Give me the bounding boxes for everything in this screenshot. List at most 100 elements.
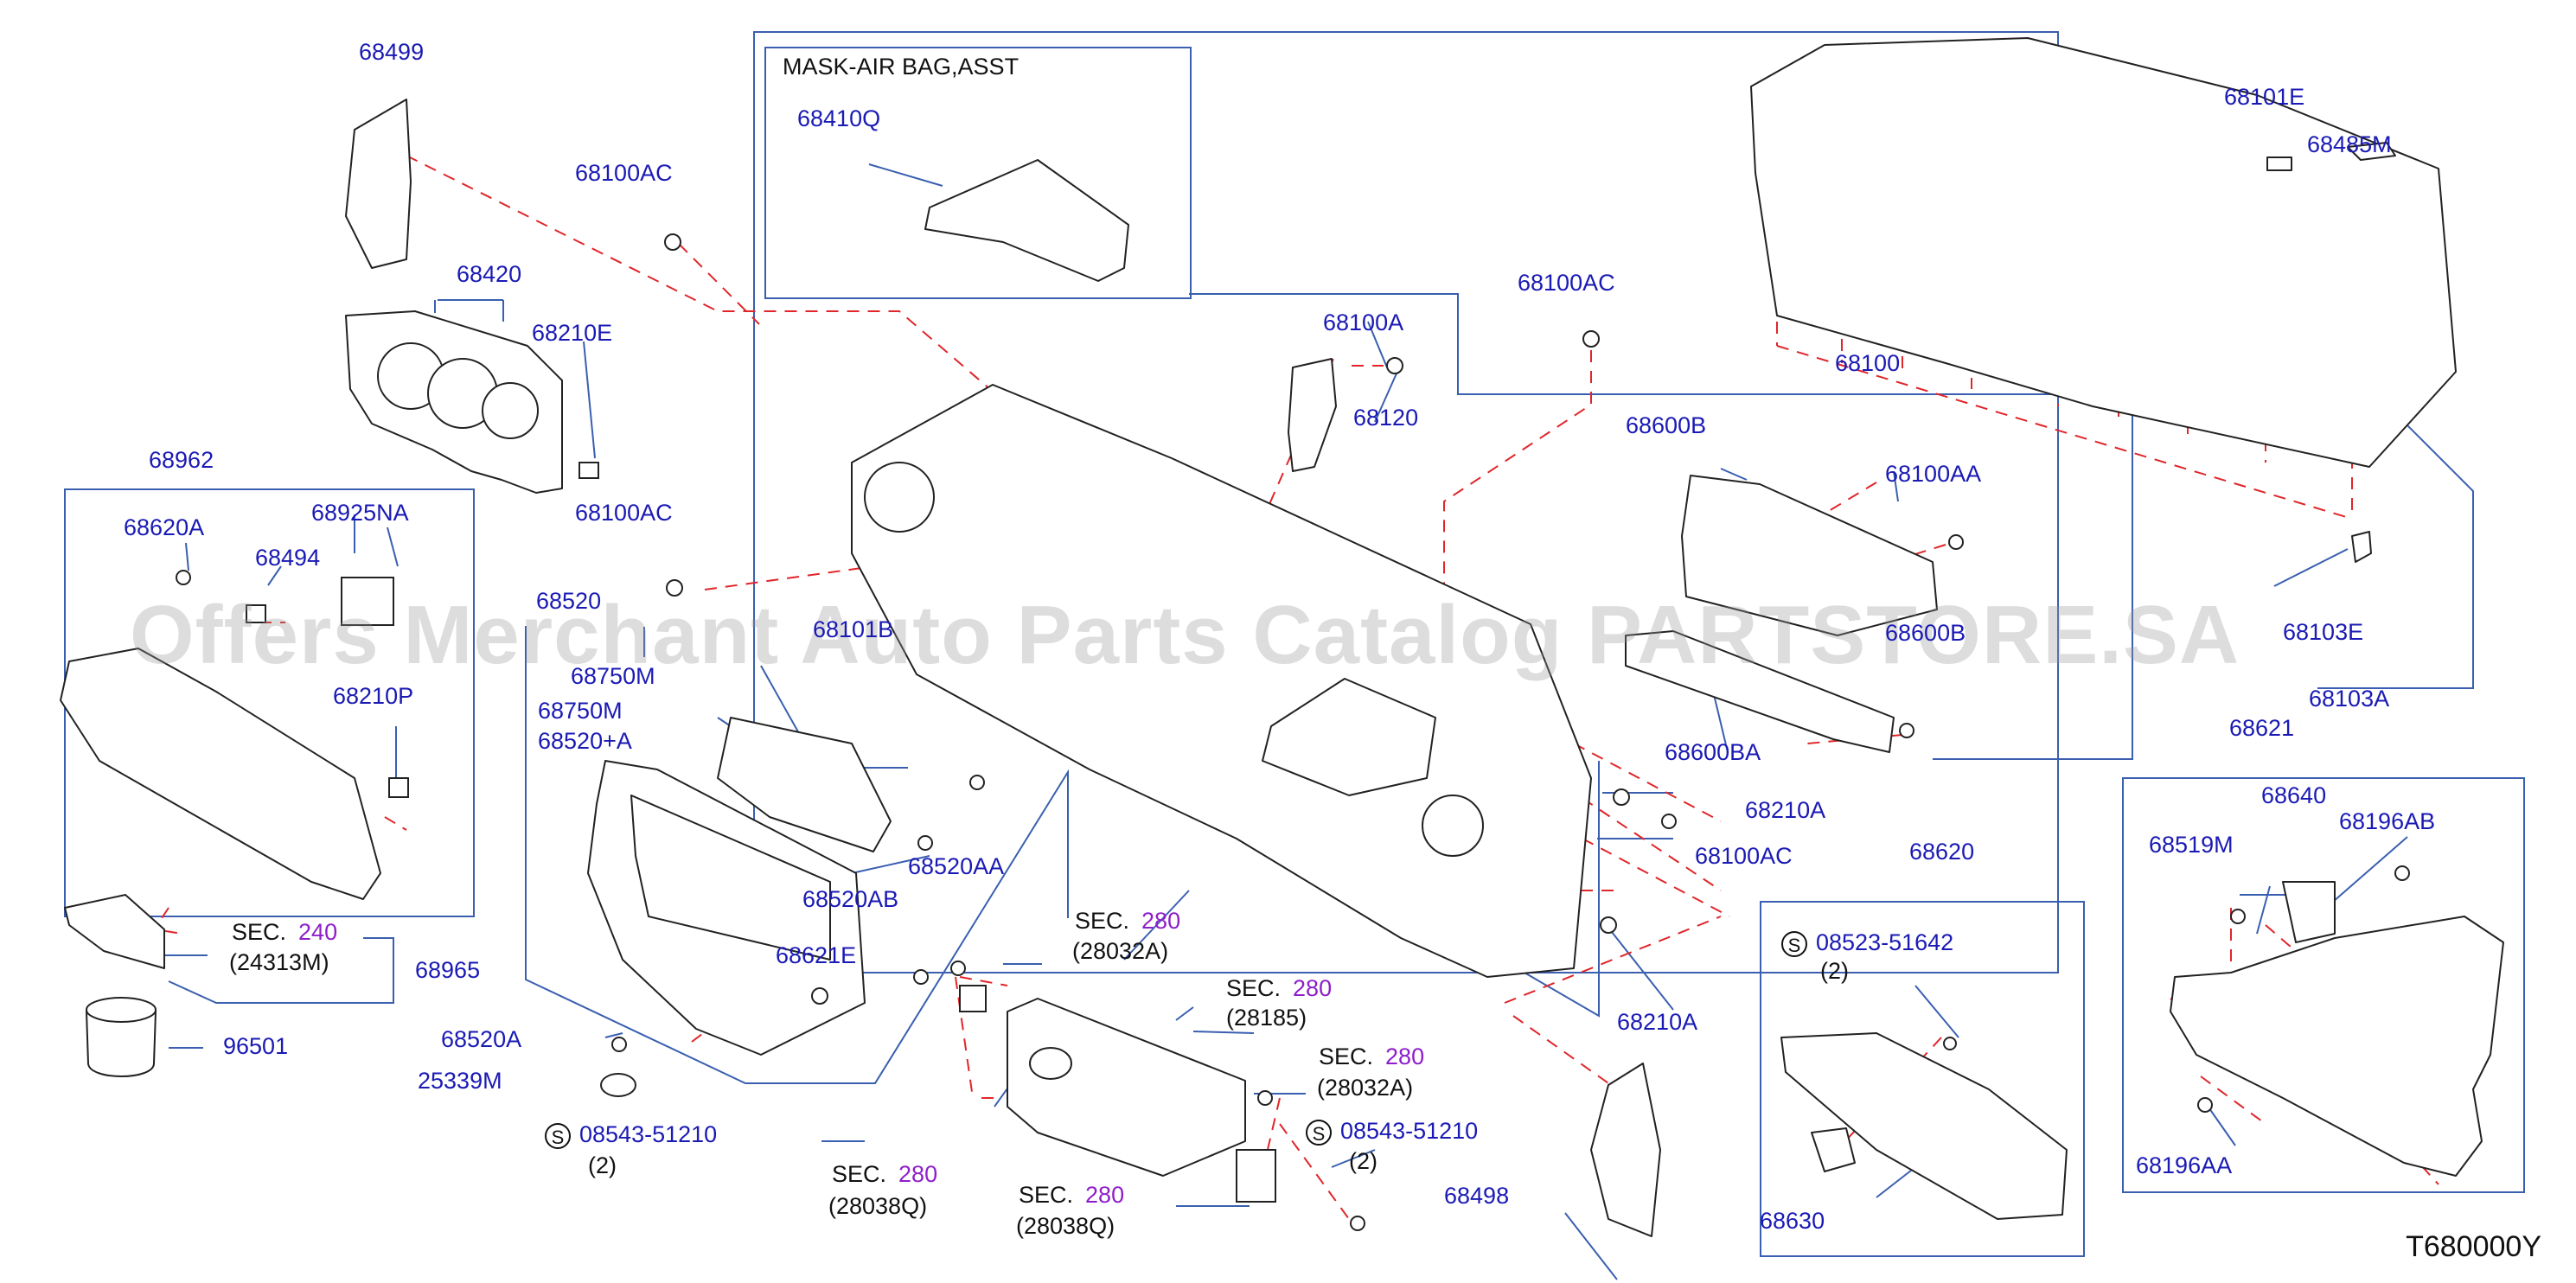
part-label-68103A[interactable]: 68103A (2309, 686, 2390, 712)
part-label-68520[interactable]: 68520 (536, 588, 602, 614)
part-label-68600B[interactable]: 68600B (1626, 412, 1707, 438)
part-label-68101B[interactable]: 68101B (813, 616, 894, 642)
part-label-68100AC-2[interactable]: 68100AC (575, 500, 673, 526)
fastener-68196AB (2394, 865, 2410, 881)
fastener-68210A-1 (1613, 788, 1630, 806)
section-ref-280-c[interactable]: SEC.280 (1319, 1044, 1424, 1069)
part-label-68498[interactable]: 68498 (1444, 1183, 1510, 1209)
leader-s2 (1331, 1149, 1376, 1168)
part-shape-68620 (1780, 1032, 2068, 1220)
part-label-68600BA[interactable]: 68600BA (1665, 739, 1761, 765)
part-label-96501[interactable]: 96501 (223, 1033, 289, 1059)
fastener-sec280-a (950, 961, 966, 976)
part-label-68499[interactable]: 68499 (359, 39, 425, 65)
section-ref-280-b[interactable]: SEC.280 (1226, 975, 1332, 1001)
part-shape-68965 (64, 894, 165, 969)
part-label-68100AC-3[interactable]: 68100AC (1518, 270, 1615, 296)
leader-68100 (1189, 293, 2133, 760)
fastener-68100AC-1 (664, 233, 681, 251)
part-label-68120[interactable]: 68120 (1353, 405, 1419, 431)
part-shape-68103E (2351, 531, 2372, 563)
part-label-68600B-2[interactable]: 68600B (1885, 620, 1966, 646)
part-label-68620[interactable]: 68620 (1909, 839, 1975, 865)
bracket-sec280-a (959, 985, 987, 1012)
fasteners (176, 233, 2410, 1231)
part-label-68210E[interactable]: 68210E (532, 320, 613, 346)
section-ref-280-a[interactable]: SEC.280 (1075, 908, 1180, 934)
part-label-68621E[interactable]: 68621E (776, 942, 857, 968)
part-label-68621[interactable]: 68621 (2229, 715, 2295, 741)
part-label-68640[interactable]: 68640 (2261, 782, 2327, 808)
fastener-68519M (2230, 909, 2246, 924)
section-ref-240[interactable]: SEC.240 (232, 919, 337, 945)
part-shape-68100 (851, 384, 1592, 978)
section-ref-280-d-code: (28038Q) (828, 1193, 928, 1219)
section-ref-280-c-code: (28032A) (1317, 1075, 1414, 1101)
section-ref-280-d[interactable]: SEC.280 (832, 1161, 937, 1187)
part-label-68962[interactable]: 68962 (149, 447, 214, 473)
airbag-box-title: MASK-AIR BAG,ASST (783, 54, 1020, 80)
part-label-68485M[interactable]: 68485M (2307, 131, 2392, 157)
screw-qty-3: (2) (1820, 958, 1849, 984)
part-shape-68101E (2266, 156, 2292, 171)
part-label-68210A-2[interactable]: 68210A (1617, 1009, 1698, 1035)
fastener-68520A (611, 1037, 627, 1052)
part-label-68965[interactable]: 68965 (415, 957, 481, 983)
part-label-68750M-b[interactable]: 68750M (538, 698, 623, 724)
fastener-68210A-2 (1600, 916, 1617, 934)
part-label-68520AB[interactable]: 68520AB (802, 886, 899, 912)
fastener-68620A (176, 570, 191, 585)
part-shape-68640 (2282, 881, 2336, 943)
part-shape-68499 (345, 99, 412, 269)
section-prefix: SEC. (1019, 1182, 1074, 1208)
part-label-68210A-1[interactable]: 68210A (1745, 797, 1826, 823)
leader-68196AB (2325, 836, 2408, 909)
part-label-68410Q[interactable]: 68410Q (797, 105, 881, 131)
part-shape-68621 (2170, 916, 2504, 1177)
part-label-68519M[interactable]: 68519M (2149, 832, 2234, 858)
part-label-68520AA[interactable]: 68520AA (908, 853, 1005, 879)
part-label-68210P[interactable]: 68210P (333, 683, 414, 709)
gauge-ring-3 (482, 382, 539, 439)
part-label-68630[interactable]: 68630 (1760, 1208, 1825, 1234)
glovebox-right-box (2122, 777, 2525, 1193)
section-number: 280 (1085, 1182, 1125, 1208)
part-shape-68485M (2347, 142, 2396, 161)
part-label-25339M[interactable]: 25339M (418, 1068, 502, 1094)
section-prefix: SEC. (1319, 1044, 1374, 1069)
part-label-68100[interactable]: 68100 (1835, 350, 1901, 376)
part-label-68420[interactable]: 68420 (457, 261, 522, 287)
part-label-68100AC-4[interactable]: 68100AC (1695, 843, 1793, 869)
part-label-68520-plus-a[interactable]: 68520+A (538, 728, 632, 754)
leader-68103A (2317, 412, 2474, 689)
screw-code: 08543-51210 (1340, 1118, 1479, 1144)
part-label-68100A[interactable]: 68100A (1323, 310, 1404, 335)
part-label-68100AC-1[interactable]: 68100AC (575, 160, 673, 186)
part-label-68494[interactable]: 68494 (255, 545, 321, 571)
part-label-68620A[interactable]: 68620A (124, 514, 205, 540)
fastener-68100AC-3 (1582, 330, 1600, 348)
part-shape-upper-panel (1750, 37, 2457, 468)
section-ref-280-e[interactable]: SEC. 280 (1019, 1182, 1124, 1208)
part-label-68750M-a[interactable]: 68750M (571, 663, 655, 689)
part-shape-68750M (717, 717, 892, 852)
fastener-68520AA (969, 775, 985, 790)
part-label-68101E[interactable]: 68101E (2224, 84, 2305, 110)
bracket-sec280-e (1236, 1149, 1276, 1203)
part-shape-68600B (1681, 475, 1938, 636)
left-vent-ring (864, 462, 935, 533)
part-label-68196AA[interactable]: 68196AA (2136, 1152, 2233, 1178)
part-label-68103E[interactable]: 68103E (2283, 619, 2364, 645)
part-label-68520A[interactable]: 68520A (441, 1026, 522, 1052)
part-shape-68520-screen (630, 795, 831, 961)
section-prefix: SEC. (232, 919, 287, 945)
part-label-68100AA[interactable]: 68100AA (1885, 461, 1982, 487)
standard-part-badge: S (1781, 930, 1807, 957)
part-label-68925NA[interactable]: 68925NA (311, 500, 409, 526)
part-label-68196AB[interactable]: 68196AB (2339, 808, 2436, 834)
